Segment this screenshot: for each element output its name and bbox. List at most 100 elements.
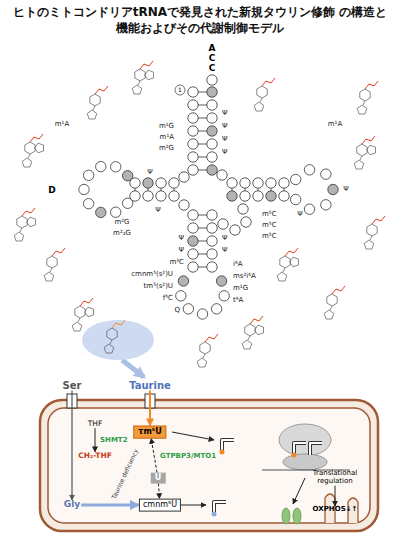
synthesis-arrow xyxy=(293,478,305,504)
node-text: CH₂-THF xyxy=(78,452,112,460)
figure-title: ヒトのミトコンドリアtRNAで発見された新規タウリン修飾 の構造と機能およびその… xyxy=(10,4,390,36)
nucleotide xyxy=(207,236,217,246)
modification-label: Ψ xyxy=(222,235,228,242)
modification-group xyxy=(112,320,125,328)
modification-label: Ψ xyxy=(222,110,228,117)
modification-label: Ψ xyxy=(178,235,184,242)
nucleotide xyxy=(178,276,188,286)
modification-label: Q xyxy=(174,307,180,314)
modification-label: A xyxy=(209,44,216,53)
ring xyxy=(90,94,100,106)
nucleotide xyxy=(183,304,193,314)
sugar-ring xyxy=(22,158,32,167)
modification-group xyxy=(332,286,345,294)
modification-label: D xyxy=(48,186,55,195)
flow-arrow xyxy=(335,486,336,506)
chemical-structure xyxy=(104,320,125,353)
ring xyxy=(200,342,210,354)
nucleotide xyxy=(230,225,240,235)
highlight-blob xyxy=(82,320,154,360)
modification-group xyxy=(140,61,153,69)
modification-label: Ψ xyxy=(147,169,153,176)
modification-group xyxy=(250,316,263,324)
modification-dot xyxy=(220,450,225,455)
trna-outline xyxy=(214,502,226,514)
bond xyxy=(363,101,365,105)
nucleotide xyxy=(253,178,263,188)
modification-label: m⁵C xyxy=(262,233,277,240)
chemical-structure xyxy=(324,286,345,319)
modification-label: m²G xyxy=(114,219,129,226)
modification-label: m¹G xyxy=(233,285,248,292)
node-text: cmnm⁵U xyxy=(143,501,177,510)
ring xyxy=(367,224,377,236)
nucleotide xyxy=(328,184,338,194)
nucleotide xyxy=(179,200,189,210)
trna-icon xyxy=(220,440,235,455)
charging-arrow xyxy=(172,432,214,440)
ring xyxy=(257,86,267,98)
nucleotide xyxy=(207,152,217,162)
nucleotide xyxy=(111,207,121,217)
ring xyxy=(107,328,117,340)
ring xyxy=(245,324,255,336)
sugar-ring xyxy=(364,240,374,249)
modification-label: m⁵C xyxy=(262,222,277,229)
charging-arrow xyxy=(180,505,206,506)
nucleotide xyxy=(188,210,198,220)
oxphos-complex xyxy=(293,508,301,524)
chemical-structure xyxy=(354,136,375,169)
nucleotide xyxy=(207,100,217,110)
flow-arrow xyxy=(151,438,157,472)
node-text: τm⁵U xyxy=(138,428,161,437)
bond xyxy=(78,318,80,322)
modification-group xyxy=(80,298,93,306)
nucleotide xyxy=(207,262,217,272)
modification-dot xyxy=(212,512,217,517)
bond xyxy=(20,228,22,232)
sugar-ring xyxy=(242,340,252,349)
ring xyxy=(360,89,370,101)
sugar-ring xyxy=(14,232,24,241)
nucleotide xyxy=(143,191,153,201)
nucleotide xyxy=(241,217,251,227)
ring xyxy=(85,307,94,317)
nucleotide xyxy=(321,169,331,179)
chemical-structure xyxy=(364,216,385,249)
modification-label: cmnm⁵(s²)U xyxy=(131,271,173,278)
trna-fill xyxy=(214,502,226,514)
nucleotide xyxy=(207,249,217,259)
trna-outline xyxy=(310,443,322,455)
process-box: OXPHOS↓↑ xyxy=(313,506,358,514)
trna-outline xyxy=(294,443,306,455)
flow-arrow xyxy=(149,391,151,426)
nucleotide xyxy=(169,178,179,188)
bond xyxy=(203,354,205,358)
modification-group xyxy=(30,134,43,142)
chemical-structure xyxy=(22,134,43,167)
modification-label: Ψ xyxy=(297,211,303,218)
modification-label: Ψ xyxy=(155,207,161,214)
modification-label: m¹A xyxy=(328,121,342,128)
ribosome-small-subunit xyxy=(283,454,327,470)
nucleotide xyxy=(207,113,217,123)
nucleotide xyxy=(207,223,217,233)
nucleotide xyxy=(197,309,207,319)
nucleotide xyxy=(83,198,93,208)
trna-fill xyxy=(310,443,322,455)
ring xyxy=(47,256,57,268)
bond xyxy=(28,154,30,158)
modification-label: ms²i⁶A xyxy=(233,273,256,280)
process-box: Gly xyxy=(63,500,81,510)
bond xyxy=(360,156,362,160)
nucleotide xyxy=(207,75,217,85)
nucleotide xyxy=(227,191,237,201)
nucleotide xyxy=(188,165,198,175)
modification-label: Ψ xyxy=(178,247,184,254)
nucleotide xyxy=(290,174,300,184)
sugar-ring xyxy=(277,272,287,281)
process-box: Ser xyxy=(63,380,82,391)
ring xyxy=(135,69,145,81)
trna-icon xyxy=(292,443,307,458)
position-marker xyxy=(175,85,185,95)
